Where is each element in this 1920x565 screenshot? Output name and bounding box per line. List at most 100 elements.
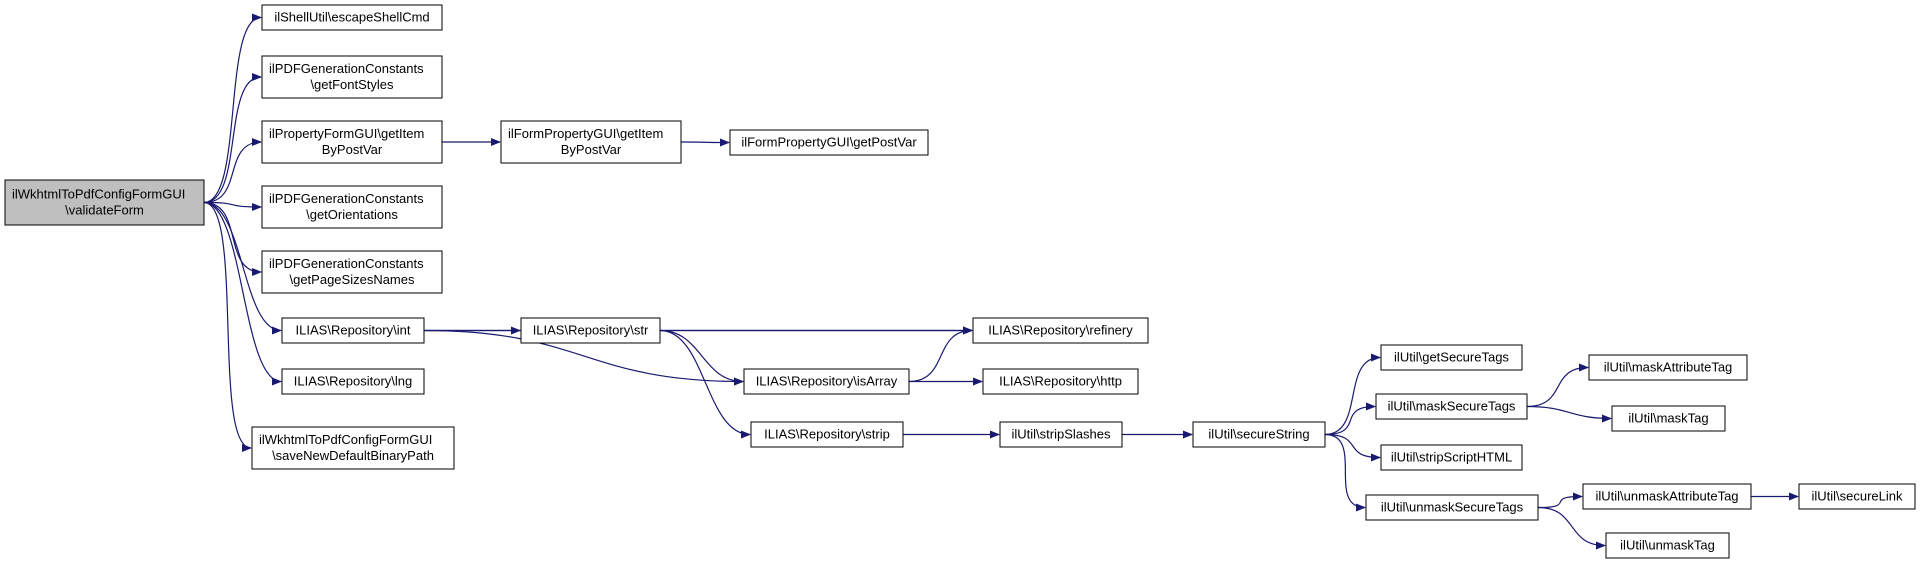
node-root[interactable]: ilWkhtmlToPdfConfigFormGUI\validateForm xyxy=(4,179,205,226)
edge-unmasksecuretags-to-unmasktag xyxy=(1537,506,1606,550)
node-int[interactable]: ILIAS\Repository\int xyxy=(281,317,425,344)
node-box xyxy=(972,317,1149,344)
edge-isarray-to-refinery xyxy=(908,326,973,383)
node-fontstyles[interactable]: ilPDFGenerationConstants\getFontStyles xyxy=(261,55,443,99)
node-label: ilUtil\stripScriptHTML xyxy=(1391,450,1512,465)
node-getsecuretags[interactable]: ilUtil\getSecureTags xyxy=(1380,344,1523,371)
edge-masksecuretags-to-masktag xyxy=(1526,405,1612,423)
node-masksecuretags[interactable]: ilUtil\maskSecureTags xyxy=(1375,393,1528,420)
node-box xyxy=(281,368,425,395)
edge-root-to-escape xyxy=(203,13,262,204)
node-label: ILIAS\Repository\int xyxy=(296,323,411,338)
node-box xyxy=(1375,393,1528,420)
node-masktag[interactable]: ilUtil\maskTag xyxy=(1611,405,1726,432)
node-box xyxy=(743,368,910,395)
node-savebin[interactable]: ilWkhtmlToPdfConfigFormGUI\saveNewDefaul… xyxy=(251,426,455,470)
edge-int-to-isarray xyxy=(423,329,744,386)
nodes-layer: ilWkhtmlToPdfConfigFormGUI\validateFormi… xyxy=(4,4,1916,559)
node-escape[interactable]: ilShellUtil\escapeShellCmd xyxy=(261,4,443,31)
edge-securestring-to-unmasksecuretags xyxy=(1324,433,1366,512)
node-label: \saveNewDefaultBinaryPath xyxy=(272,448,434,463)
edge-root-to-int xyxy=(203,201,282,335)
edge-masksecuretags-to-maskattr xyxy=(1526,363,1589,408)
node-box xyxy=(4,179,205,226)
node-box xyxy=(1605,532,1730,559)
node-label: ByPostVar xyxy=(561,142,622,157)
edge-root-to-orient xyxy=(203,201,262,211)
node-label: ilFormPropertyGUI\getItem xyxy=(508,126,663,141)
node-box xyxy=(1582,483,1752,510)
node-label: \getOrientations xyxy=(306,207,398,222)
edge-str-to-isarray xyxy=(659,329,744,386)
node-label: ILIAS\Repository\lng xyxy=(294,374,413,389)
node-box xyxy=(729,129,929,156)
edge-root-to-lng xyxy=(203,201,282,386)
node-box xyxy=(281,317,425,344)
node-box xyxy=(999,421,1123,448)
node-unmaskattr[interactable]: ilUtil\unmaskAttributeTag xyxy=(1582,483,1752,510)
node-getpostvar[interactable]: ilFormPropertyGUI\getPostVar xyxy=(729,129,929,156)
node-box xyxy=(1192,421,1326,448)
node-pagesizes[interactable]: ilPDFGenerationConstants\getPageSizesNam… xyxy=(261,250,443,294)
node-box xyxy=(1611,405,1726,432)
node-label: ilUtil\unmaskSecureTags xyxy=(1381,500,1524,515)
node-http[interactable]: ILIAS\Repository\http xyxy=(982,368,1139,395)
node-box xyxy=(500,120,682,164)
node-lng[interactable]: ILIAS\Repository\lng xyxy=(281,368,425,395)
node-stripslashes[interactable]: ilUtil\stripSlashes xyxy=(999,421,1123,448)
node-box xyxy=(1798,483,1916,510)
node-isarray[interactable]: ILIAS\Repository\isArray xyxy=(743,368,910,395)
edge-securestring-to-stripscript xyxy=(1324,433,1381,462)
node-label: ByPostVar xyxy=(322,142,383,157)
node-label: ilUtil\maskSecureTags xyxy=(1388,399,1516,414)
node-box xyxy=(750,421,904,448)
node-box xyxy=(1380,344,1523,371)
node-label: ILIAS\Repository\refinery xyxy=(988,323,1133,338)
node-label: ilUtil\maskAttributeTag xyxy=(1604,360,1733,375)
node-box xyxy=(982,368,1139,395)
node-box xyxy=(261,4,443,31)
node-str[interactable]: ILIAS\Repository\str xyxy=(520,317,661,344)
node-label: ilWkhtmlToPdfConfigFormGUI xyxy=(12,187,185,202)
node-label: ILIAS\Repository\http xyxy=(999,374,1122,389)
node-label: ilPDFGenerationConstants xyxy=(269,256,424,271)
edge-formprop-to-getpostvar xyxy=(680,138,730,147)
node-label: ilPDFGenerationConstants xyxy=(269,191,424,206)
node-maskattr[interactable]: ilUtil\maskAttributeTag xyxy=(1588,354,1748,381)
node-box xyxy=(520,317,661,344)
node-label: ilPropertyFormGUI\getItem xyxy=(269,126,424,141)
node-orient[interactable]: ilPDFGenerationConstants\getOrientations xyxy=(261,185,443,229)
edge-root-to-savebin xyxy=(203,201,252,452)
node-strip[interactable]: ILIAS\Repository\strip xyxy=(750,421,904,448)
node-label: ILIAS\Repository\strip xyxy=(764,427,890,442)
node-box xyxy=(261,55,443,99)
node-box xyxy=(1380,444,1523,471)
node-label: ilUtil\secureLink xyxy=(1811,489,1903,504)
node-label: ilUtil\stripSlashes xyxy=(1012,427,1111,442)
node-label: ILIAS\Repository\str xyxy=(533,323,649,338)
node-securestring[interactable]: ilUtil\secureString xyxy=(1192,421,1326,448)
node-label: ilUtil\unmaskTag xyxy=(1620,538,1715,553)
node-label: ILIAS\Repository\isArray xyxy=(756,374,898,389)
node-securelink[interactable]: ilUtil\secureLink xyxy=(1798,483,1916,510)
node-box xyxy=(251,426,455,470)
node-label: ilUtil\unmaskAttributeTag xyxy=(1595,489,1738,504)
node-box xyxy=(1588,354,1748,381)
node-refinery[interactable]: ILIAS\Repository\refinery xyxy=(972,317,1149,344)
edge-str-to-strip xyxy=(659,329,751,439)
edge-securestring-to-masksecuretags xyxy=(1324,402,1376,436)
node-label: ilShellUtil\escapeShellCmd xyxy=(274,10,429,25)
node-unmasktag[interactable]: ilUtil\unmaskTag xyxy=(1605,532,1730,559)
node-box xyxy=(261,120,443,164)
node-label: ilUtil\maskTag xyxy=(1628,411,1708,426)
node-label: ilUtil\secureString xyxy=(1208,427,1309,442)
node-stripscript[interactable]: ilUtil\stripScriptHTML xyxy=(1380,444,1523,471)
node-unmasksecuretags[interactable]: ilUtil\unmaskSecureTags xyxy=(1365,494,1539,521)
node-box xyxy=(261,185,443,229)
node-box xyxy=(1365,494,1539,521)
node-box xyxy=(261,250,443,294)
edge-root-to-propitem xyxy=(203,138,262,204)
